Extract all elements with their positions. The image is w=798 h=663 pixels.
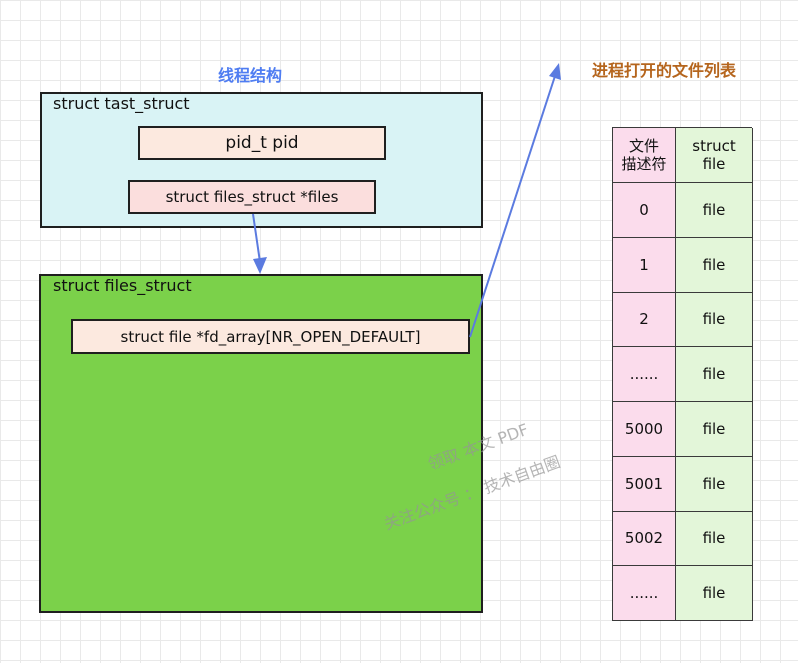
files-arrow-head — [253, 257, 267, 274]
files-struct-title: struct files_struct — [53, 276, 192, 295]
fd-header-cell: 文件 描述符 — [613, 128, 676, 183]
file-cell: file — [676, 511, 753, 567]
file-cell: file — [676, 456, 753, 512]
fd-cell: 5000 — [613, 402, 676, 457]
fd-cell: ...... — [613, 566, 676, 621]
fd-cell: 5001 — [613, 456, 676, 512]
file-cell: file — [676, 347, 753, 402]
files-pointer-field: struct files_struct *files — [128, 180, 376, 214]
fd-cell: 1 — [613, 237, 676, 293]
file-header-cell: struct file — [676, 128, 753, 183]
file-cell: file — [676, 183, 753, 238]
fd-array-field: struct file *fd_array[NR_OPEN_DEFAULT] — [71, 319, 470, 354]
open-files-heading: 进程打开的文件列表 — [592, 61, 737, 80]
file-cell: file — [676, 402, 753, 457]
fd-array-arrow-head — [549, 63, 561, 80]
thread-structure-heading: 线程结构 — [218, 66, 283, 85]
task-struct-title: struct tast_struct — [53, 94, 190, 113]
file-cell: file — [676, 292, 753, 348]
fd-cell: ...... — [613, 347, 676, 402]
fd-cell: 5002 — [613, 511, 676, 567]
pid-field: pid_t pid — [138, 126, 386, 160]
file-cell: file — [676, 566, 753, 621]
fd-cell: 2 — [613, 292, 676, 348]
fd-cell: 0 — [613, 183, 676, 238]
file-cell: file — [676, 237, 753, 293]
